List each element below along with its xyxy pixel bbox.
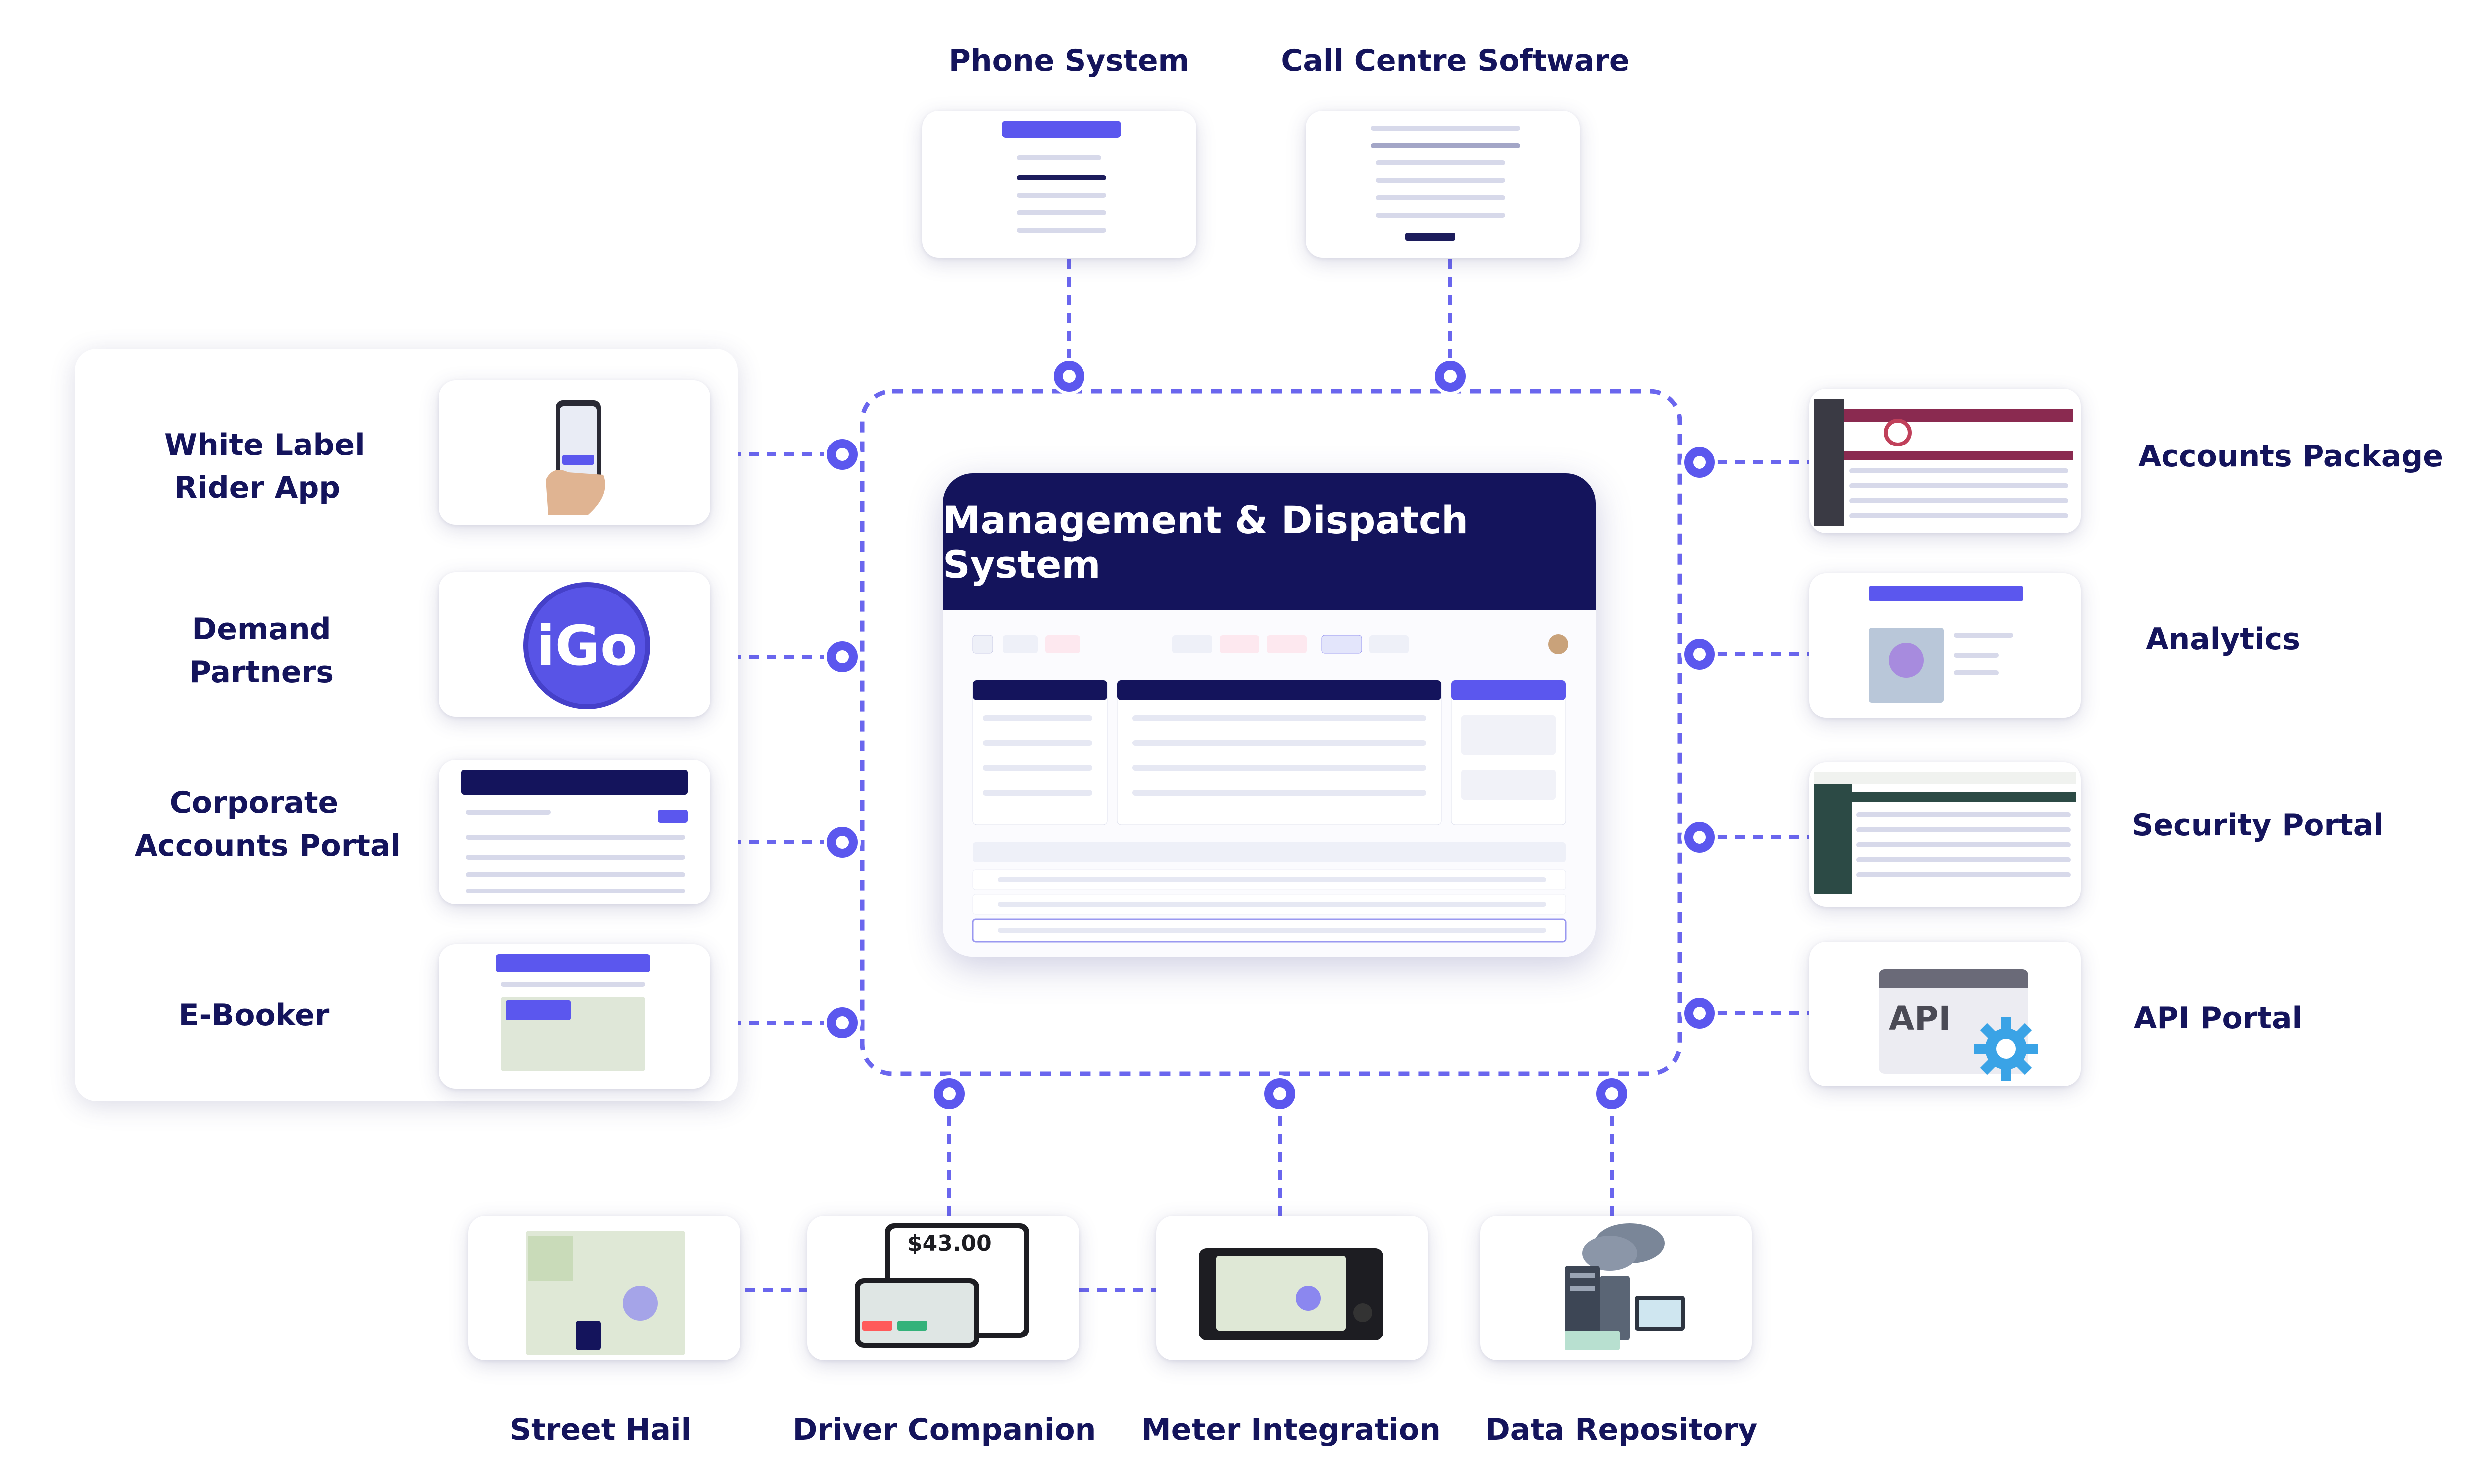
fare-amount: $43.00	[907, 1231, 992, 1256]
label-line: Accounts Portal	[135, 828, 401, 863]
label-accounts-package: Accounts Package	[2138, 439, 2443, 474]
label-e-booker: E-Booker	[178, 998, 330, 1033]
card-meter-integration[interactable]	[1156, 1216, 1428, 1360]
label-driver-companion: Driver Companion	[792, 1412, 1096, 1447]
card-driver-companion[interactable]: $43.00	[807, 1216, 1079, 1360]
label-security-portal: Security Portal	[2132, 808, 2384, 843]
card-analytics[interactable]	[1809, 573, 2081, 718]
card-data-repository[interactable]	[1480, 1216, 1752, 1360]
label-line: White Label	[164, 428, 365, 462]
label-street-hail: Street Hail	[509, 1412, 692, 1447]
cloud-server-icon	[1565, 1223, 1685, 1350]
label-line: Demand	[192, 612, 331, 647]
label-line: Corporate	[169, 785, 339, 820]
label-corporate-accounts-portal: Corporate Accounts Portal	[135, 781, 401, 867]
label-line: Partners	[189, 655, 334, 690]
card-corporate-accounts[interactable]	[439, 760, 710, 904]
label-white-label-rider-app: White Label Rider App	[164, 424, 365, 509]
label-call-centre-software: Call Centre Software	[1281, 43, 1630, 78]
label-analytics: Analytics	[2146, 622, 2300, 657]
card-phone-system[interactable]	[922, 111, 1196, 258]
card-accounts-package[interactable]	[1809, 389, 2081, 533]
label-line: Rider App	[174, 470, 341, 505]
card-street-hail[interactable]	[468, 1216, 740, 1360]
dispatch-title: Management & Dispatch System	[943, 473, 1596, 610]
label-api-portal: API Portal	[2133, 1001, 2303, 1036]
phone-hand-icon	[546, 400, 605, 515]
card-demand-partners[interactable]: iGo	[439, 572, 710, 717]
card-security-portal[interactable]	[1809, 762, 2081, 907]
label-data-repository: Data Repository	[1485, 1412, 1758, 1447]
card-call-centre-software[interactable]	[1306, 111, 1580, 258]
card-rider-app[interactable]	[439, 380, 710, 525]
gear-icon	[1974, 1017, 2038, 1081]
api-text: API	[1889, 999, 1951, 1038]
label-phone-system: Phone System	[948, 43, 1190, 78]
dispatch-screenshot	[943, 610, 1596, 957]
label-demand-partners: Demand Partners	[174, 608, 349, 694]
card-e-booker[interactable]	[439, 944, 710, 1089]
label-meter-integration: Meter Integration	[1141, 1412, 1441, 1447]
dispatch-frame	[860, 389, 1682, 1076]
card-api-portal[interactable]: API	[1809, 942, 2081, 1086]
igo-logo: iGo	[523, 582, 650, 709]
dispatch-system-card[interactable]: Management & Dispatch System	[943, 473, 1596, 957]
